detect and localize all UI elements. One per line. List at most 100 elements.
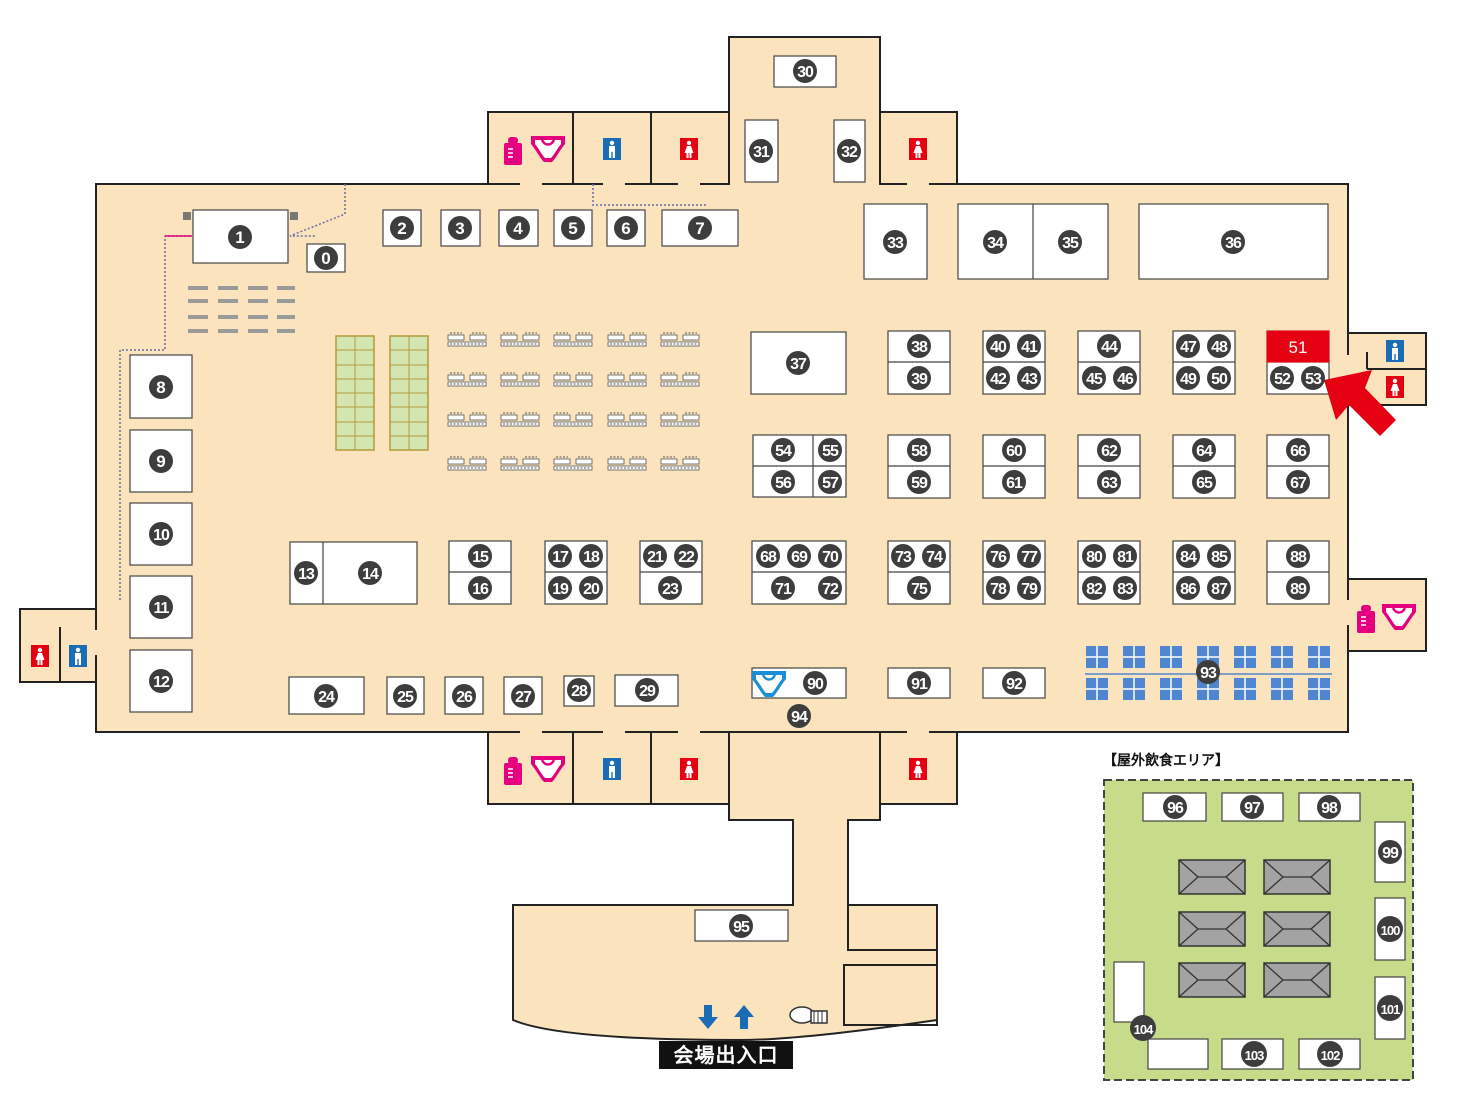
- booth-badge-73[interactable]: 73: [891, 544, 915, 568]
- booth-badge-86[interactable]: 86: [1176, 576, 1200, 600]
- booth-badge-102[interactable]: 102: [1317, 1041, 1343, 1067]
- highlight-booth-51[interactable]: [1266, 330, 1330, 363]
- booth-badge-70[interactable]: 70: [818, 544, 842, 568]
- booth-badge-71[interactable]: 71: [771, 576, 795, 600]
- booth-badge-34[interactable]: 34: [983, 230, 1007, 254]
- booth-badge-26[interactable]: 26: [452, 684, 476, 708]
- booth-badge-52[interactable]: 52: [1270, 366, 1294, 390]
- booth-badge-76[interactable]: 76: [986, 544, 1010, 568]
- booth-badge-89[interactable]: 89: [1286, 576, 1310, 600]
- booth-badge-43[interactable]: 43: [1017, 366, 1041, 390]
- booth-badge-53[interactable]: 53: [1301, 366, 1325, 390]
- booth-badge-47[interactable]: 47: [1176, 334, 1200, 358]
- booth-badge-24[interactable]: 24: [314, 684, 338, 708]
- booth-badge-78[interactable]: 78: [986, 576, 1010, 600]
- booth-badge-60[interactable]: 60: [1002, 438, 1026, 462]
- booth-badge-27[interactable]: 27: [511, 684, 535, 708]
- booth-badge-1[interactable]: 1: [228, 225, 252, 249]
- booth-badge-68[interactable]: 68: [756, 544, 780, 568]
- booth-badge-15[interactable]: 15: [468, 544, 492, 568]
- booth-badge-23[interactable]: 23: [658, 576, 682, 600]
- booth-badge-8[interactable]: 8: [149, 375, 173, 399]
- booth-badge-38[interactable]: 38: [907, 334, 931, 358]
- booth-badge-69[interactable]: 69: [787, 544, 811, 568]
- booth-badge-5[interactable]: 5: [561, 216, 585, 240]
- booth-badge-62[interactable]: 62: [1097, 438, 1121, 462]
- booth-badge-16[interactable]: 16: [468, 576, 492, 600]
- booth-badge-56[interactable]: 56: [771, 470, 795, 494]
- booth-badge-94[interactable]: 94: [787, 704, 811, 728]
- booth-badge-10[interactable]: 10: [149, 522, 173, 546]
- booth-badge-65[interactable]: 65: [1192, 470, 1216, 494]
- booth-badge-14[interactable]: 14: [358, 561, 382, 585]
- booth-badge-11[interactable]: 11: [149, 595, 173, 619]
- booth-badge-96[interactable]: 96: [1163, 795, 1187, 819]
- booth-badge-61[interactable]: 61: [1002, 470, 1026, 494]
- booth-badge-39[interactable]: 39: [907, 366, 931, 390]
- booth-badge-18[interactable]: 18: [579, 544, 603, 568]
- booth-badge-33[interactable]: 33: [883, 230, 907, 254]
- booth-badge-101[interactable]: 101: [1377, 995, 1403, 1021]
- booth-badge-46[interactable]: 46: [1113, 366, 1137, 390]
- booth-badge-35[interactable]: 35: [1058, 230, 1082, 254]
- booth-badge-82[interactable]: 82: [1082, 576, 1106, 600]
- booth-badge-57[interactable]: 57: [818, 470, 842, 494]
- booth-badge-41[interactable]: 41: [1017, 334, 1041, 358]
- booth-badge-55[interactable]: 55: [818, 438, 842, 462]
- booth-badge-92[interactable]: 92: [1002, 671, 1026, 695]
- booth-badge-97[interactable]: 97: [1240, 795, 1264, 819]
- booth-badge-19[interactable]: 19: [548, 576, 572, 600]
- booth-badge-93[interactable]: 93: [1196, 660, 1220, 684]
- booth-badge-63[interactable]: 63: [1097, 470, 1121, 494]
- booth-badge-81[interactable]: 81: [1113, 544, 1137, 568]
- booth-badge-67[interactable]: 67: [1286, 470, 1310, 494]
- booth-badge-59[interactable]: 59: [907, 470, 931, 494]
- booth-badge-20[interactable]: 20: [579, 576, 603, 600]
- booth-badge-30[interactable]: 30: [793, 59, 817, 83]
- booth-badge-32[interactable]: 32: [837, 139, 861, 163]
- booth-badge-103[interactable]: 103: [1241, 1041, 1267, 1067]
- booth-badge-36[interactable]: 36: [1221, 230, 1245, 254]
- booth-badge-85[interactable]: 85: [1207, 544, 1231, 568]
- booth-badge-17[interactable]: 17: [548, 544, 572, 568]
- booth-badge-54[interactable]: 54: [771, 438, 795, 462]
- booth-badge-45[interactable]: 45: [1082, 366, 1106, 390]
- booth-badge-74[interactable]: 74: [922, 544, 946, 568]
- booth-badge-9[interactable]: 9: [149, 449, 173, 473]
- booth-badge-37[interactable]: 37: [786, 351, 810, 375]
- booth-badge-83[interactable]: 83: [1113, 576, 1137, 600]
- booth-badge-31[interactable]: 31: [749, 139, 773, 163]
- booth-badge-66[interactable]: 66: [1286, 438, 1310, 462]
- booth-badge-6[interactable]: 6: [614, 216, 638, 240]
- booth-badge-80[interactable]: 80: [1082, 544, 1106, 568]
- booth-badge-49[interactable]: 49: [1176, 366, 1200, 390]
- booth-badge-98[interactable]: 98: [1317, 795, 1341, 819]
- booth-badge-91[interactable]: 91: [907, 671, 931, 695]
- booth-badge-64[interactable]: 64: [1192, 438, 1216, 462]
- booth-badge-4[interactable]: 4: [506, 216, 530, 240]
- booth-badge-90[interactable]: 90: [803, 671, 827, 695]
- booth-badge-84[interactable]: 84: [1176, 544, 1200, 568]
- booth-badge-75[interactable]: 75: [907, 576, 931, 600]
- booth-badge-100[interactable]: 100: [1377, 916, 1403, 942]
- booth-badge-99[interactable]: 99: [1378, 840, 1402, 864]
- booth-badge-42[interactable]: 42: [986, 366, 1010, 390]
- booth-badge-7[interactable]: 7: [688, 216, 712, 240]
- booth-badge-21[interactable]: 21: [643, 544, 667, 568]
- booth-badge-72[interactable]: 72: [818, 576, 842, 600]
- booth-badge-3[interactable]: 3: [448, 216, 472, 240]
- booth-badge-44[interactable]: 44: [1097, 334, 1121, 358]
- booth-badge-50[interactable]: 50: [1207, 366, 1231, 390]
- booth-badge-48[interactable]: 48: [1207, 334, 1231, 358]
- booth-badge-104[interactable]: 104: [1130, 1015, 1156, 1041]
- booth-badge-88[interactable]: 88: [1286, 544, 1310, 568]
- booth-badge-2[interactable]: 2: [390, 216, 414, 240]
- booth-badge-29[interactable]: 29: [635, 678, 659, 702]
- booth-badge-25[interactable]: 25: [393, 684, 417, 708]
- booth-badge-58[interactable]: 58: [907, 438, 931, 462]
- booth-badge-22[interactable]: 22: [674, 544, 698, 568]
- booth-badge-79[interactable]: 79: [1017, 576, 1041, 600]
- booth-badge-95[interactable]: 95: [729, 914, 753, 938]
- booth-badge-40[interactable]: 40: [986, 334, 1010, 358]
- booth-badge-13[interactable]: 13: [294, 561, 318, 585]
